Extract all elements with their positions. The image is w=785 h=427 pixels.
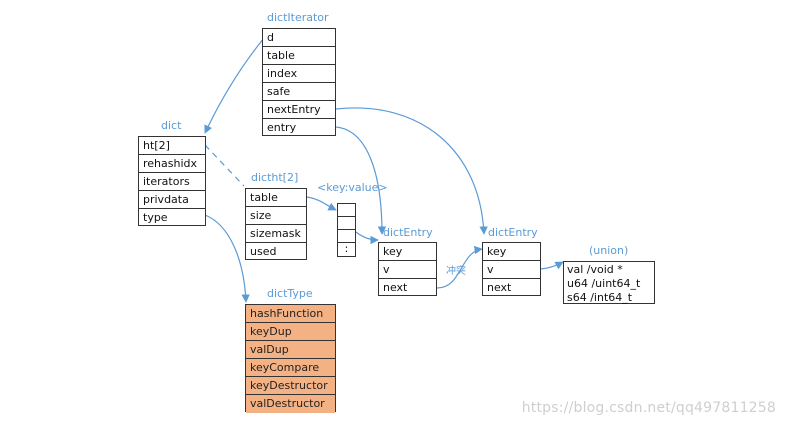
dictht-struct: table size sizemask used (245, 188, 307, 260)
field-hash-function: hashFunction (246, 305, 335, 323)
field-used: used (250, 245, 277, 258)
field-privdata: privdata (139, 191, 205, 209)
union-line-s64: s64 /int64_t (567, 291, 633, 304)
dict-entry-2: key v next (482, 242, 541, 296)
field-rehashidx: rehashidx (139, 155, 205, 173)
field-entry: entry (267, 121, 297, 134)
field-type: type (143, 211, 168, 224)
dict-entry-1-title: dictEntry (383, 226, 433, 239)
union-line-u64: u64 /uint64_t (567, 277, 641, 290)
dict-iterator-title: dictIterator (267, 11, 329, 24)
dictht-title: dictht[2] (251, 171, 299, 184)
dict-type-title: dictType (267, 287, 313, 300)
bucket-slot-ellipsis: : (344, 242, 349, 255)
field-next: next (487, 281, 512, 294)
field-key: key (483, 243, 540, 261)
field-key-dup: keyDup (246, 323, 335, 341)
field-ht: ht[2] (139, 137, 205, 155)
keyvalue-title: <key:value> (317, 181, 388, 194)
arrow-iterator-d-to-dict (204, 37, 265, 134)
bucket-slot (338, 204, 355, 217)
union-line-val: val /void * (567, 263, 623, 276)
field-d: d (263, 29, 335, 47)
field-v: v (483, 261, 540, 279)
dict-iterator-struct: d table index safe nextEntry entry (262, 28, 336, 136)
field-table: table (263, 47, 335, 65)
arrow-slot-to-entry1 (355, 231, 379, 245)
dict-entry-1: key v next (378, 242, 437, 296)
field-val-destructor: valDestructor (246, 395, 335, 413)
watermark: https://blog.csdn.net/qq497811258 (521, 400, 776, 416)
field-sizemask: sizemask (246, 225, 306, 243)
arrow-v-to-union (540, 261, 564, 270)
dashed-dict-to-dictht (204, 144, 245, 187)
field-key: key (379, 243, 436, 261)
field-next-entry: nextEntry (263, 101, 335, 119)
field-iterators: iterators (139, 173, 205, 191)
field-key-destructor: keyDestructor (246, 377, 335, 395)
arrow-table-to-keyvalue (305, 196, 337, 211)
dict-struct: ht[2] rehashidx iterators privdata type (138, 136, 206, 226)
bucket-array: : (337, 203, 356, 257)
field-key-compare: keyCompare (246, 359, 335, 377)
arrow-entry-to-entry1 (335, 126, 387, 235)
field-val-dup: valDup (246, 341, 335, 359)
union-title: (union) (589, 244, 629, 257)
collision-label: 冲突 (446, 266, 466, 277)
dict-entry-2-title: dictEntry (488, 226, 538, 239)
union-struct: val /void * u64 /uint64_t s64 /int64_t (563, 261, 655, 304)
arrow-next-to-entry2 (436, 245, 483, 289)
field-size: size (246, 207, 306, 225)
arrow-type-to-dicttype (204, 214, 250, 303)
field-index: index (263, 65, 335, 83)
field-table: table (246, 189, 306, 207)
field-safe: safe (263, 83, 335, 101)
field-v: v (379, 261, 436, 279)
dict-type-struct: hashFunction keyDup valDup keyCompare ke… (245, 304, 336, 413)
bucket-slot (338, 217, 355, 230)
field-next: next (383, 281, 408, 294)
arrow-nextentry-to-entry2 (335, 107, 488, 235)
bucket-slot (338, 230, 355, 243)
dict-title: dict (161, 119, 182, 132)
